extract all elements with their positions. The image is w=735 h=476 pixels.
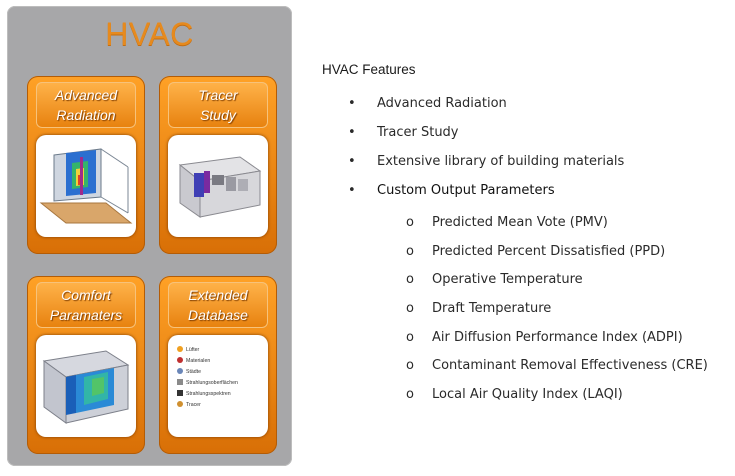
sub-list-item-text: Draft Temperature (432, 301, 552, 317)
tracer-room-image (168, 135, 268, 237)
db-item: Lüfter (186, 347, 200, 353)
panel-title: HVAC (105, 16, 194, 52)
list-item-text: Advanced Radiation (377, 96, 507, 111)
sub-bullet: o (406, 301, 414, 317)
sub-list-item-text: Predicted Mean Vote (PMV) (432, 215, 608, 230)
tile-comfort-parameters[interactable]: Comfort Paramaters (27, 276, 145, 454)
sub-list-item: o Predicted Percent Dissatisfied (PPD) (406, 244, 735, 273)
sub-bullet: o (406, 358, 414, 374)
sub-list-item: o Predicted Mean Vote (PMV) (406, 215, 735, 244)
features-list: • Advanced Radiation • Tracer Study • Exten… (348, 96, 735, 212)
db-item: Städte (186, 369, 201, 375)
tile-label: Comfort Paramaters (36, 282, 136, 328)
db-item: Strahlungsoberflächen (186, 380, 238, 386)
bullet: • (348, 125, 356, 140)
hvac-panel: HVAC Advanced Radiation Tracer Study (7, 6, 292, 466)
db-item: Materialen (186, 358, 210, 364)
features-section: HVAC Features • Advanced Radiation • Trace… (322, 62, 708, 402)
bullet: • (348, 154, 356, 169)
db-item: Strahlungsspektren (186, 391, 231, 397)
bullet: • (348, 183, 356, 198)
list-item: • Extensive library of building materials (348, 154, 735, 183)
sub-bullet: o (406, 329, 414, 345)
sub-list-item-text: Predicted Percent Dissatisfied (PPD) (432, 243, 666, 259)
list-item-text: Tracer Study (377, 125, 459, 140)
sub-list-item-text: Local Air Quality Index (LAQI) (432, 387, 623, 403)
tile-advanced-radiation[interactable]: Advanced Radiation (27, 76, 145, 254)
radiation-render-image (36, 135, 136, 237)
sub-list-item-text: Air Diffusion Performance Index (ADPI) (432, 329, 683, 345)
tile-extended-database[interactable]: Extended Database Lüfter Materialen Städ… (159, 276, 277, 454)
list-item: • Custom Output Parameters (348, 183, 735, 212)
sub-bullet: o (406, 243, 414, 259)
comfort-room-image (36, 335, 136, 437)
sub-list-item: o Operative Temperature (406, 272, 735, 301)
radiation-render-icon (39, 148, 133, 224)
tracer-room-icon (178, 156, 262, 218)
sub-bullet: o (406, 387, 414, 403)
list-item: • Advanced Radiation (348, 96, 735, 125)
features-title: HVAC Features (322, 62, 416, 77)
tile-label-text: Tracer Study (198, 87, 238, 123)
sub-list-item: o Draft Temperature (406, 301, 735, 330)
sub-list-item-text: Operative Temperature (432, 272, 583, 288)
sub-list-item: o Local Air Quality Index (LAQI) (406, 387, 735, 416)
tile-label-text: Advanced Radiation (54, 87, 118, 123)
tile-label-text: Extended Database (188, 287, 248, 323)
db-item: Tracer (186, 402, 201, 408)
sub-list-item: o Contaminant Removal Effectiveness (CRE) (406, 358, 735, 387)
sub-list-item: o Air Diffusion Performance Index (ADPI) (406, 330, 735, 359)
tile-label: Extended Database (168, 282, 268, 328)
sub-list-item-text: Contaminant Removal Effectiveness (CRE) (432, 358, 708, 374)
tile-label-text: Comfort Paramaters (49, 287, 123, 323)
list-item: • Tracer Study (348, 125, 735, 154)
list-item-text: Custom Output Parameters (377, 183, 555, 198)
sub-bullet: o (406, 215, 414, 230)
comfort-room-icon (42, 350, 130, 424)
bullet: • (348, 96, 356, 111)
tile-tracer-study[interactable]: Tracer Study (159, 76, 277, 254)
database-tree-icon: Lüfter Materialen Städte Strahlungsoberf… (177, 346, 238, 408)
list-item-text: Extensive library of building materials (377, 154, 625, 169)
database-tree-image: Lüfter Materialen Städte Strahlungsoberf… (168, 335, 268, 437)
tile-label: Advanced Radiation (36, 82, 136, 128)
sub-bullet: o (406, 272, 414, 288)
tile-label: Tracer Study (168, 82, 268, 128)
